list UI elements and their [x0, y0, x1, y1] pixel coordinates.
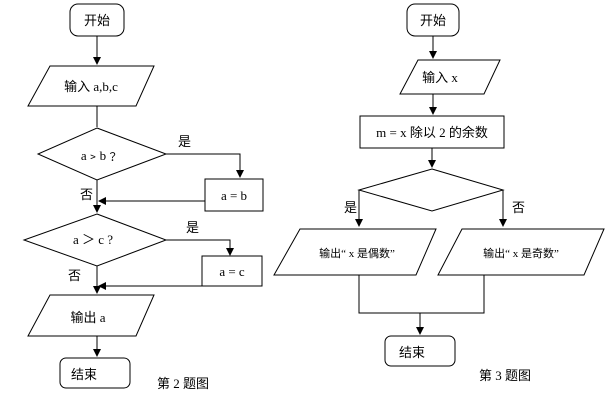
fc3-process-label: m = x 除以 2 的余数 [376, 125, 488, 140]
fc2-assign-2-label: a = c [219, 264, 245, 279]
fc2-caption: 第 2 题图 [157, 376, 209, 391]
fc2-cond1-no-label: 否 [80, 187, 93, 202]
fc3-end-terminal [384, 335, 456, 367]
fc2-arrow-cond2-yes [166, 239, 234, 256]
fc3-caption: 第 3 题图 [479, 368, 531, 383]
fc2-end-terminal [59, 357, 131, 389]
fc2-assign-1-label: a = b [221, 188, 247, 203]
fc2-cond1-yes-label: 是 [178, 134, 191, 149]
fc2-output-label: 输出 a [70, 310, 105, 325]
fc2-cond2-label: a ＞ c ? [73, 232, 113, 247]
fc3-input-label: 输入 x [422, 70, 458, 85]
fc3-output-even-label: 输出“ x 是偶数” [319, 246, 395, 260]
fc3-output-odd-label: 输出“ x 是奇数” [483, 246, 559, 260]
fc2-arrow-cond1-yes [166, 153, 244, 178]
fc3-merge-lines [358, 275, 485, 314]
flowchart-3: 开始 输入 x m = x 除以 2 的余数 是 否 输出“ x 是偶数” 输出… [273, 3, 605, 383]
fc3-output-odd-parallelogram [437, 228, 605, 276]
fc3-cond-no-label: 否 [512, 200, 525, 215]
fc2-cond2-no-label: 否 [68, 268, 81, 283]
fc3-process-box [359, 115, 505, 149]
fc2-cond1-label: a﹥b﹖ [81, 148, 119, 163]
fc2-input-label: 输入 a,b,c [64, 79, 118, 94]
fc2-end-label: 结束 [71, 367, 97, 382]
fc2-start-label: 开始 [84, 13, 110, 28]
fc3-end-label: 结束 [399, 345, 425, 360]
fc3-start-label: 开始 [420, 13, 446, 28]
fc3-cond-yes-label: 是 [344, 200, 357, 215]
fc3-decision [357, 168, 505, 212]
flowchart-2: 开始 输入 a,b,c a﹥b﹖ 是 a = b 否 a ＞ c ? 是 a =… [22, 3, 264, 391]
fc2-input-parallelogram [27, 65, 155, 107]
fc3-input-parallelogram [399, 59, 501, 95]
fc2-assign-2-box [201, 255, 263, 287]
fc2-cond2-yes-label: 是 [186, 220, 199, 235]
fc2-assign-1-box [204, 178, 264, 212]
fc3-output-even-parallelogram [273, 228, 437, 276]
fc2-output-parallelogram [27, 294, 155, 337]
